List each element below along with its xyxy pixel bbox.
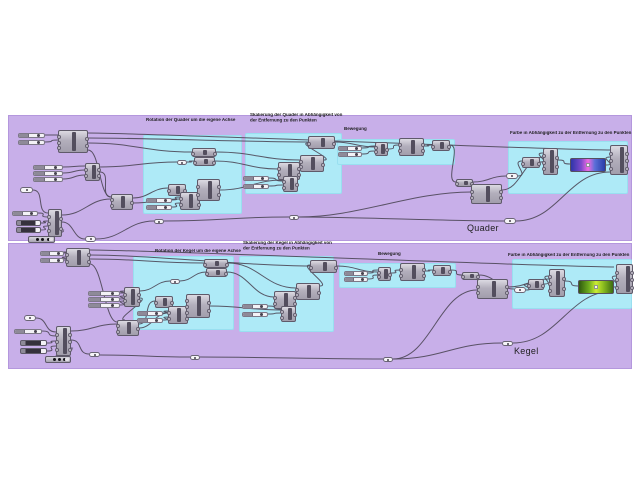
wire — [605, 156, 611, 166]
wire — [46, 340, 57, 344]
wire — [89, 258, 205, 264]
wire — [523, 283, 531, 291]
wire — [62, 165, 86, 168]
wire — [171, 202, 181, 208]
wire — [515, 171, 611, 222]
wire — [424, 269, 434, 272]
wire — [390, 269, 401, 274]
wire — [543, 275, 550, 285]
wire — [361, 150, 376, 155]
wire — [132, 187, 169, 199]
wire — [171, 196, 181, 201]
wire — [44, 139, 59, 143]
wire — [199, 356, 384, 360]
wire — [267, 312, 282, 315]
wire — [305, 142, 327, 161]
wire — [62, 174, 86, 180]
wire — [162, 310, 169, 314]
wire — [99, 354, 191, 358]
wire — [209, 305, 282, 311]
wire — [267, 305, 282, 310]
wire — [557, 159, 571, 165]
wire — [298, 191, 472, 218]
wire — [387, 144, 400, 150]
wire — [517, 160, 523, 177]
wire — [40, 225, 49, 231]
wire — [87, 132, 611, 151]
wire — [512, 290, 615, 344]
wire — [119, 290, 125, 294]
wire — [450, 269, 463, 276]
wire — [48, 229, 66, 239]
wire — [361, 145, 376, 149]
wire — [40, 220, 49, 224]
wire — [122, 297, 143, 321]
wire — [564, 280, 579, 287]
wire — [32, 189, 49, 214]
wire — [70, 339, 90, 355]
wire — [186, 160, 195, 163]
wire — [334, 141, 376, 148]
wire — [268, 177, 284, 182]
wire — [89, 254, 311, 267]
wire — [61, 251, 69, 254]
wire — [119, 300, 125, 306]
wire — [423, 144, 433, 147]
wire — [392, 342, 503, 360]
wire — [87, 149, 112, 198]
wire — [99, 171, 112, 198]
wire — [139, 280, 171, 292]
wire — [367, 269, 379, 274]
wire — [162, 316, 169, 321]
wire — [501, 156, 544, 191]
wire — [472, 175, 507, 183]
wire — [449, 144, 457, 183]
wire — [35, 317, 57, 333]
wire — [163, 216, 290, 222]
wire — [89, 263, 118, 323]
wire — [138, 300, 156, 325]
wire — [268, 184, 284, 187]
wire — [89, 249, 615, 268]
wire — [62, 169, 86, 174]
wire — [179, 271, 207, 282]
wire — [87, 142, 193, 153]
wire — [367, 274, 379, 280]
wire — [99, 161, 178, 168]
wire — [61, 256, 69, 261]
wire — [119, 295, 125, 300]
wire — [87, 137, 309, 143]
wire — [227, 262, 297, 289]
wire — [55, 347, 74, 358]
wire — [214, 160, 279, 170]
wire — [61, 221, 86, 240]
wire — [138, 312, 169, 329]
wire — [392, 289, 478, 360]
wire — [507, 278, 550, 288]
wire — [95, 220, 155, 240]
wire — [336, 265, 379, 273]
wire — [37, 212, 49, 218]
wire — [226, 271, 275, 298]
wire — [219, 179, 284, 191]
wire — [215, 151, 301, 161]
wire — [41, 330, 57, 337]
wire — [306, 264, 324, 287]
wire — [70, 323, 118, 332]
wire — [611, 275, 619, 288]
wire — [298, 216, 505, 222]
wire — [46, 345, 57, 352]
wire — [61, 198, 112, 216]
